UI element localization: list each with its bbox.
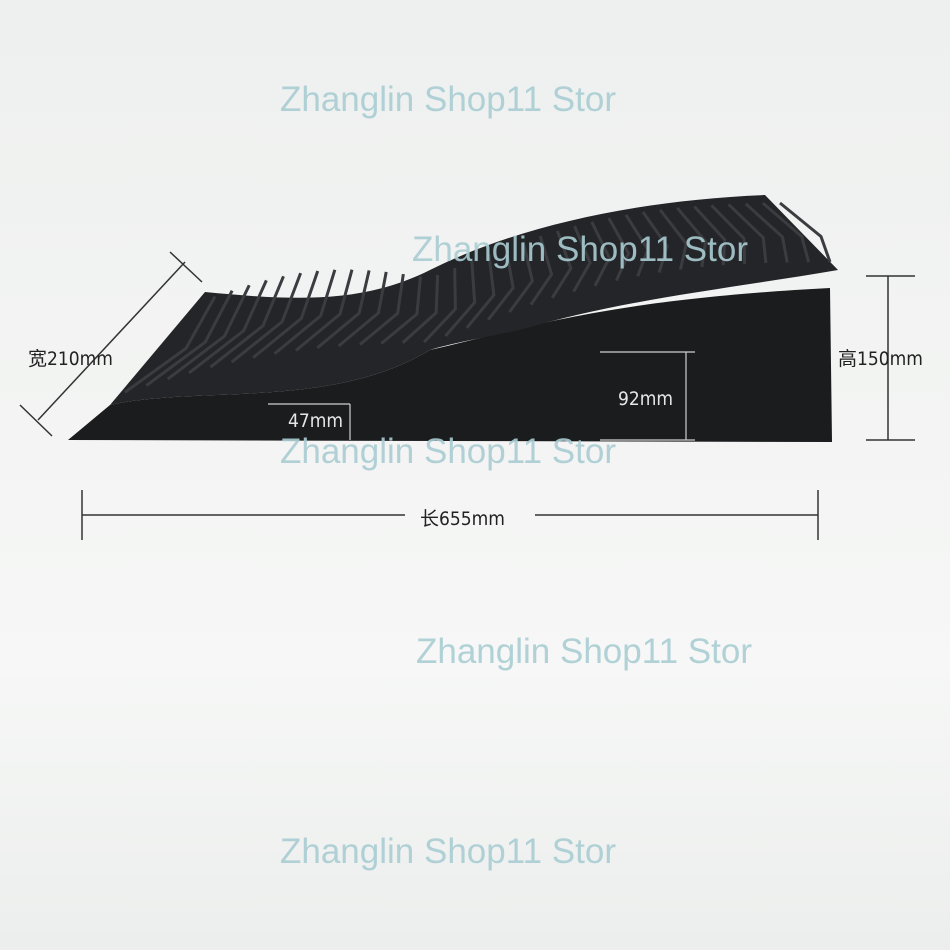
tread-chevron: [779, 201, 832, 263]
tread-chevron: [124, 295, 217, 394]
tread-chevron: [444, 260, 477, 337]
ramp-side: [68, 288, 832, 442]
tread-chevron: [624, 214, 650, 277]
tread-chevron: [676, 207, 708, 268]
tread-chevron: [145, 289, 234, 387]
tread-chevron: [658, 208, 688, 270]
tread-chevron: [273, 269, 337, 355]
watermark-2: Zhanglin Shop11 Stor: [412, 230, 748, 269]
tread-chevron: [188, 279, 268, 375]
tread-chevron: [337, 271, 388, 348]
tread-chevron: [710, 204, 747, 264]
tread-chevron: [607, 217, 631, 282]
tread-chevron: [744, 202, 789, 263]
length-dimension: [81, 490, 819, 540]
height-label: 高150mm: [838, 348, 923, 370]
tread-chevron: [590, 221, 612, 287]
length-label: 长655mm: [420, 508, 505, 530]
tread-chevron: [572, 225, 592, 293]
tread-chevron: [209, 275, 285, 369]
tread-chevron: [230, 272, 303, 364]
ramp-tread-pattern: [124, 201, 832, 394]
tread-chevron: [166, 284, 251, 381]
tread-chevron: [641, 211, 669, 273]
tread-chevron: [727, 203, 768, 264]
mid-height-label: 92mm: [618, 388, 674, 410]
tread-chevron: [693, 205, 727, 266]
mid-height-marker: [600, 351, 695, 441]
tread-chevron: [761, 201, 811, 263]
tread-chevron: [359, 273, 405, 346]
watermark-1: Zhanglin Shop11 Stor: [280, 80, 616, 119]
low-height-marker: [268, 403, 351, 440]
tread-chevron: [551, 230, 573, 299]
tread-chevron: [465, 254, 496, 329]
tread-chevron: [529, 235, 554, 306]
low-height-label: 47mm: [288, 410, 344, 432]
tread-chevron: [380, 276, 422, 345]
tread-chevron: [486, 247, 515, 321]
tread-chevron: [401, 274, 440, 344]
width-label: 宽210mm: [28, 348, 113, 370]
watermark-5: Zhanglin Shop11 Stor: [280, 832, 616, 871]
width-dimension: [19, 251, 203, 437]
tread-chevron: [252, 270, 320, 359]
tread-chevron: [423, 267, 457, 344]
watermark-4: Zhanglin Shop11 Stor: [416, 632, 752, 671]
tread-chevron: [316, 270, 371, 350]
tread-chevron: [294, 269, 354, 352]
watermark-3: Zhanglin Shop11 Stor: [280, 432, 616, 471]
height-dimension: [866, 275, 915, 441]
tread-chevron: [508, 241, 534, 313]
